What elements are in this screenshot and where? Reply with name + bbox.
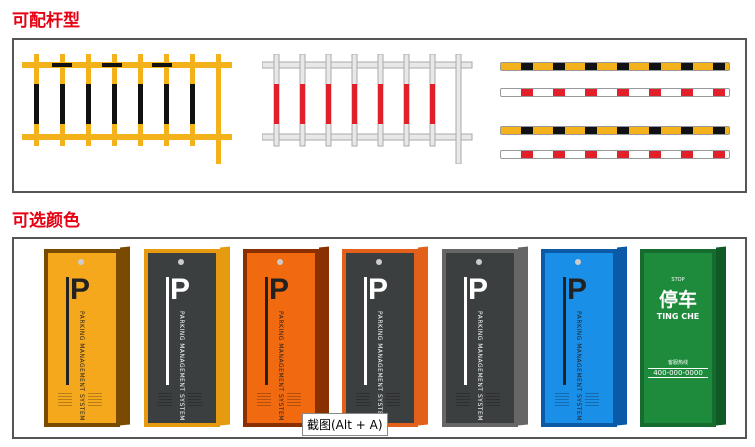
white-fence-barrier-image bbox=[262, 54, 473, 164]
cabinet-color-option: P PARKING MANAGEMENT SYSTEM bbox=[144, 246, 230, 427]
cabinet-color-option: P PARKING MANAGEMENT SYSTEM bbox=[44, 246, 130, 427]
system-label: PARKING MANAGEMENT SYSTEM bbox=[476, 311, 483, 421]
cabinet-color-option: P PARKING MANAGEMENT SYSTEM bbox=[541, 246, 627, 427]
cabinet-color-option: P PARKING MANAGEMENT SYSTEM bbox=[243, 246, 329, 427]
section-title-barrier-types: 可配杆型 bbox=[12, 11, 80, 31]
stop-logo: STOP bbox=[671, 277, 685, 283]
brand-cn: 停车 bbox=[658, 289, 697, 311]
parking-letter: P bbox=[170, 273, 191, 306]
white-straight-arm-image bbox=[500, 150, 730, 159]
brand-en: TING CHE bbox=[656, 312, 700, 321]
yellow-fence-barrier-image bbox=[22, 54, 232, 164]
cabinet-color-option: P PARKING MANAGEMENT SYSTEM bbox=[442, 246, 528, 427]
cabinet-color-option: P PARKING MANAGEMENT SYSTEM bbox=[342, 246, 428, 427]
system-label: PARKING MANAGEMENT SYSTEM bbox=[277, 311, 284, 421]
system-label: PARKING MANAGEMENT SYSTEM bbox=[575, 311, 582, 421]
system-label: PARKING MANAGEMENT SYSTEM bbox=[78, 311, 85, 421]
cabinet-green: STOP 停车 TING CHE 客服热线 400-000-0000 bbox=[640, 246, 726, 427]
hotline-number: 400-000-0000 bbox=[648, 368, 708, 378]
screenshot-tooltip: 截图(Alt + A) bbox=[302, 413, 388, 436]
system-label: PARKING MANAGEMENT SYSTEM bbox=[178, 311, 185, 421]
parking-letter: P bbox=[368, 273, 389, 306]
parking-letter: P bbox=[468, 273, 489, 306]
white-folding-arm-image bbox=[500, 88, 730, 97]
system-label: PARKING MANAGEMENT SYSTEM bbox=[376, 311, 383, 421]
section-title-colors: 可选颜色 bbox=[12, 211, 80, 231]
parking-letter: P bbox=[567, 273, 588, 306]
hotline-label: 客服热线 bbox=[667, 360, 688, 366]
parking-letter: P bbox=[70, 273, 91, 306]
parking-letter: P bbox=[269, 273, 290, 306]
yellow-straight-arm-image bbox=[500, 126, 730, 135]
barrier-types-panel bbox=[12, 38, 747, 193]
yellow-folding-arm-image bbox=[500, 62, 730, 71]
